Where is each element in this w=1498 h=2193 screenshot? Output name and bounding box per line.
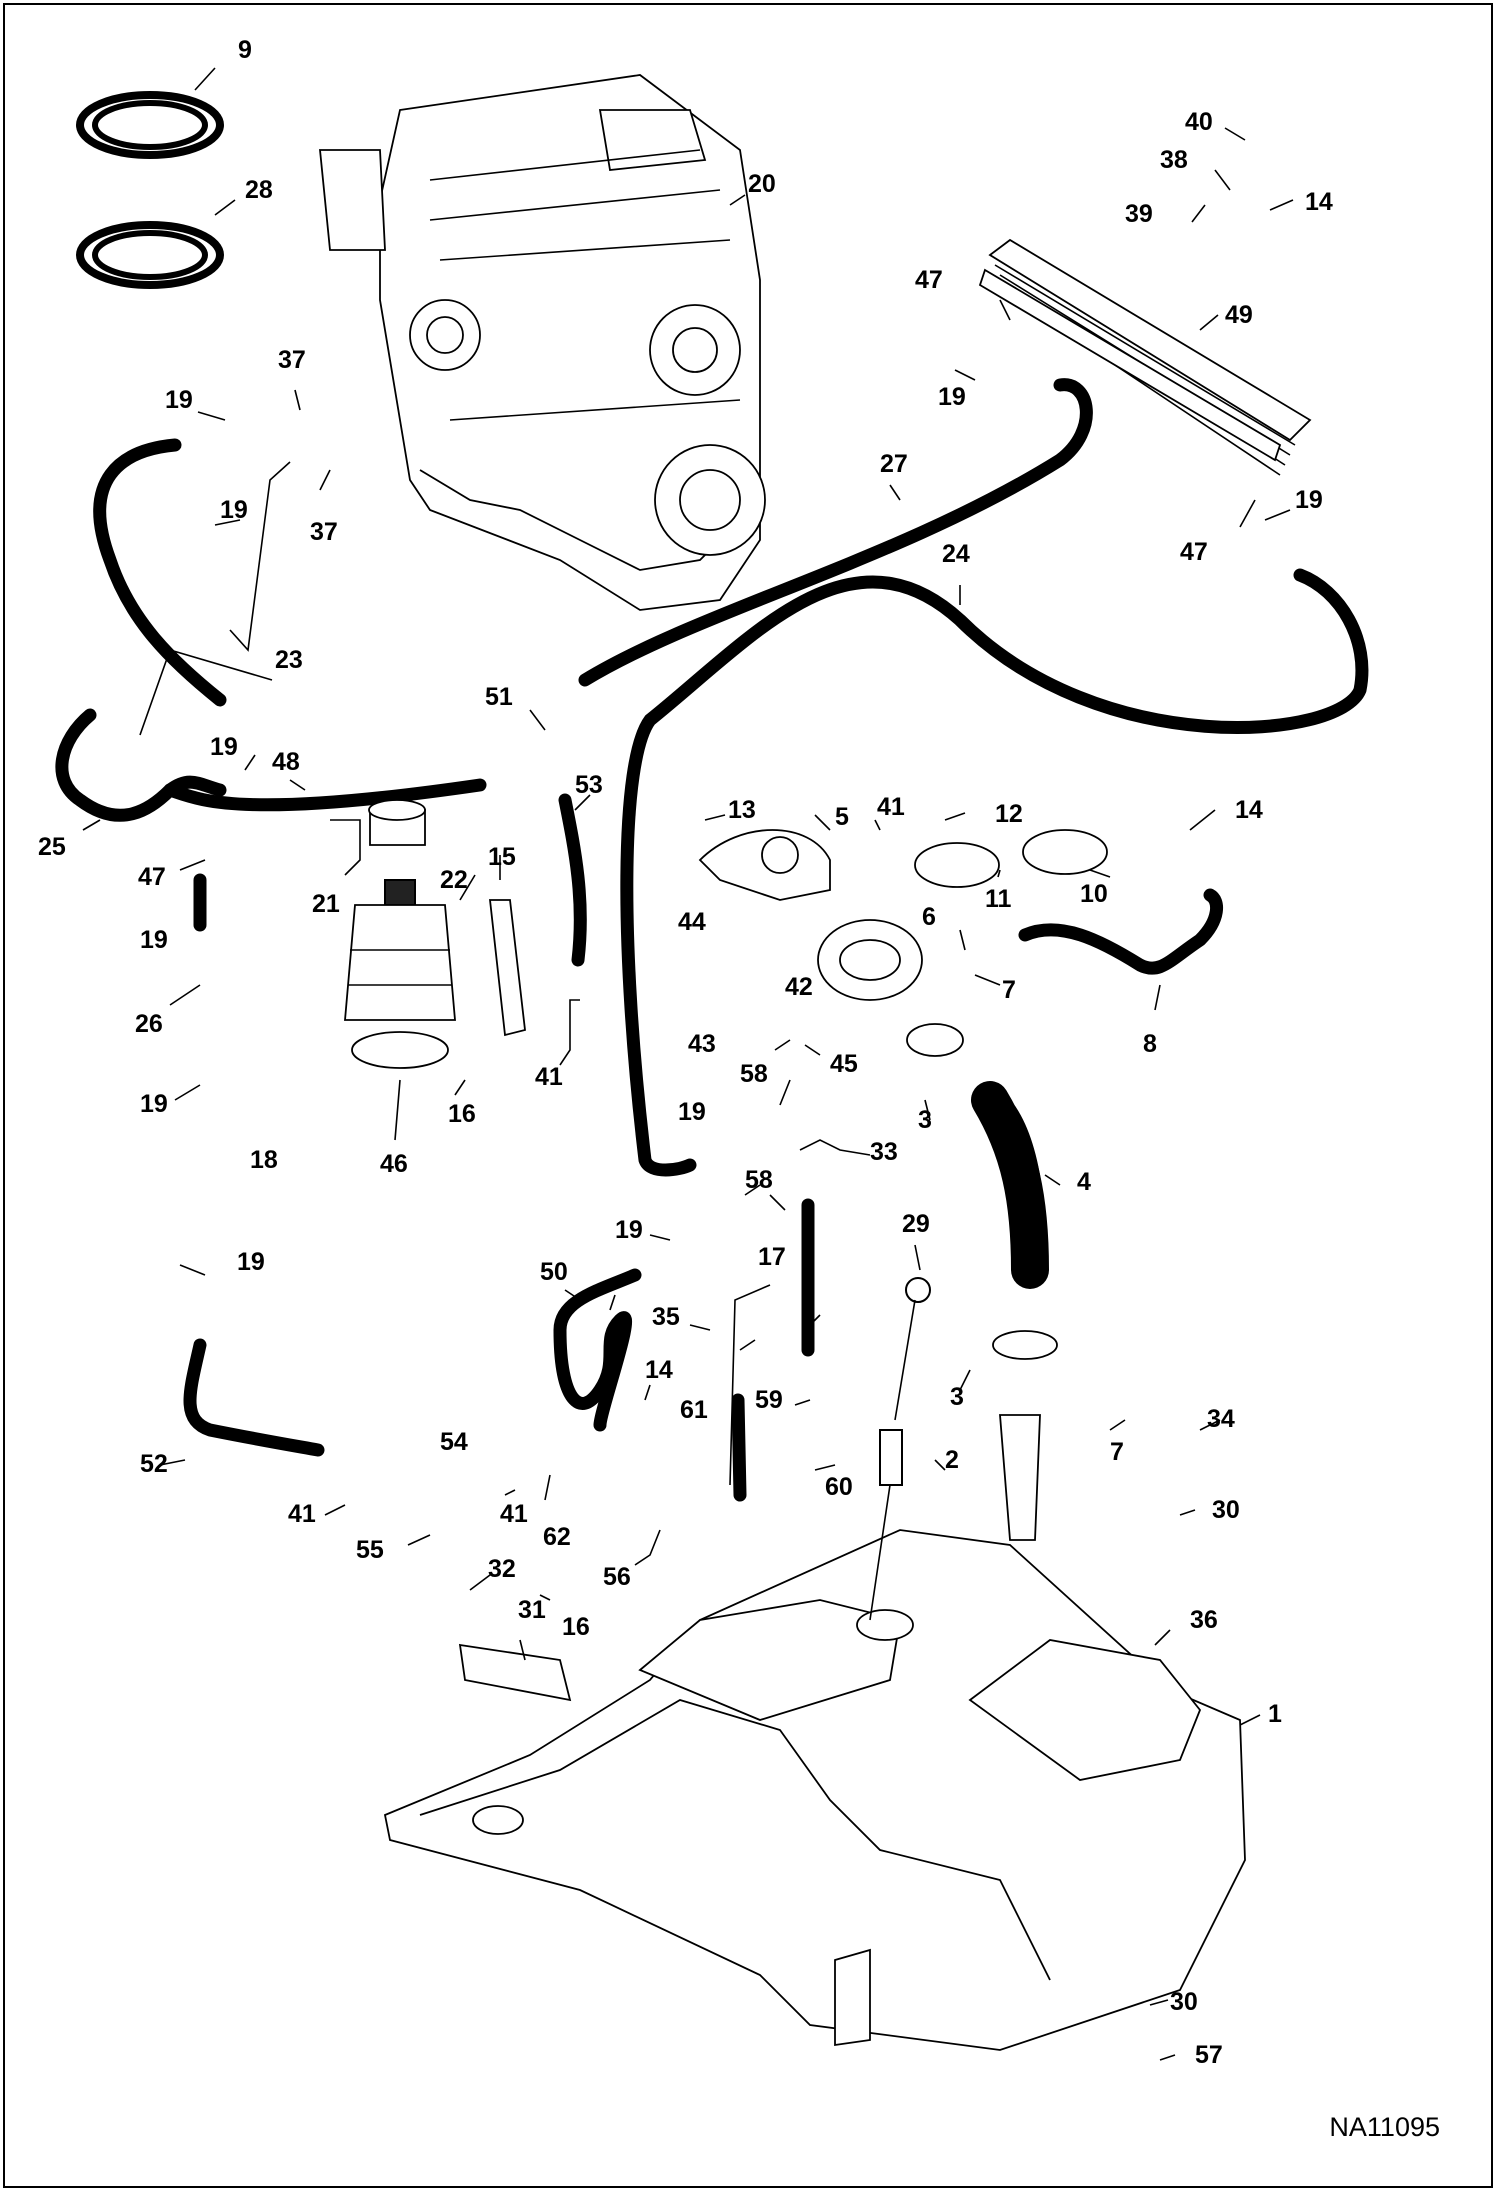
- callout-19: 19: [237, 1248, 265, 1276]
- callout-51: 51: [485, 683, 513, 711]
- callout-26: 26: [135, 1010, 163, 1038]
- callout-19: 19: [210, 733, 238, 761]
- callout-30: 30: [1170, 1988, 1198, 2016]
- callout-33: 33: [870, 1138, 898, 1166]
- callout-17: 17: [758, 1243, 786, 1271]
- callout-11: 11: [985, 885, 1012, 913]
- callout-25: 25: [38, 833, 66, 861]
- callout-13: 13: [728, 796, 756, 824]
- callout-41: 41: [500, 1500, 528, 1528]
- callout-54: 54: [440, 1428, 468, 1456]
- callout-46: 46: [380, 1150, 408, 1178]
- callout-38: 38: [1160, 146, 1188, 174]
- callout-16: 16: [562, 1613, 590, 1641]
- coiled-hose-9: [76, 91, 224, 159]
- callout-37: 37: [310, 518, 338, 546]
- callout-43: 43: [688, 1030, 716, 1058]
- callout-58: 58: [745, 1166, 773, 1194]
- callout-labels: 9 28 20 40 38 39 14 47 49 19 37 19 19 37…: [38, 36, 1333, 2069]
- callout-4: 4: [1077, 1168, 1091, 1196]
- callout-9: 9: [238, 36, 252, 64]
- callout-62: 62: [543, 1523, 571, 1551]
- callout-7: 7: [1110, 1438, 1124, 1466]
- callout-31: 31: [518, 1596, 546, 1624]
- diagram-frame: [3, 3, 1493, 2188]
- callout-29: 29: [902, 1210, 930, 1238]
- callout-41: 41: [877, 793, 905, 821]
- callout-10: 10: [1080, 880, 1108, 908]
- callout-15: 15: [488, 843, 516, 871]
- fuel-filter: [344, 799, 456, 1069]
- callout-7: 7: [1002, 976, 1016, 1004]
- callout-19: 19: [615, 1216, 643, 1244]
- callout-21: 21: [312, 890, 340, 918]
- callout-34: 34: [1207, 1405, 1235, 1433]
- engine-illustration: [319, 74, 766, 611]
- callout-12: 12: [995, 800, 1023, 828]
- callout-59: 59: [755, 1386, 783, 1414]
- callout-61: 61: [680, 1396, 708, 1424]
- callout-3: 3: [918, 1106, 932, 1134]
- coiled-hose-28: [76, 221, 224, 289]
- callout-45: 45: [830, 1050, 858, 1078]
- callout-39: 39: [1125, 200, 1153, 228]
- callout-47: 47: [1180, 538, 1208, 566]
- callout-6: 6: [922, 903, 936, 931]
- figure-code: NA11095: [1329, 2112, 1440, 2142]
- callout-30: 30: [1212, 1496, 1240, 1524]
- callout-47: 47: [138, 863, 166, 891]
- callout-14: 14: [1305, 188, 1333, 216]
- callout-19: 19: [220, 496, 248, 524]
- callout-14: 14: [645, 1356, 673, 1384]
- callout-47: 47: [915, 266, 943, 294]
- callout-40: 40: [1185, 108, 1213, 136]
- callout-18: 18: [250, 1146, 278, 1174]
- fuel-hoses: [55, 378, 1369, 1502]
- callout-42: 42: [785, 973, 813, 1001]
- callout-50: 50: [540, 1258, 568, 1286]
- callout-1: 1: [1268, 1700, 1282, 1728]
- callout-19: 19: [938, 383, 966, 411]
- callout-19: 19: [140, 926, 168, 954]
- filter-bracket: [488, 899, 526, 1037]
- callout-48: 48: [272, 748, 300, 776]
- callout-37: 37: [278, 346, 306, 374]
- callout-24: 24: [942, 540, 970, 568]
- callout-32: 32: [488, 1555, 516, 1583]
- callout-3: 3: [950, 1383, 964, 1411]
- leader-lines: [82, 67, 1294, 2061]
- callout-58: 58: [740, 1060, 768, 1088]
- callout-27: 27: [880, 450, 908, 478]
- callout-16: 16: [448, 1100, 476, 1128]
- callout-52: 52: [140, 1450, 168, 1478]
- callout-14: 14: [1235, 796, 1263, 824]
- callout-49: 49: [1225, 301, 1253, 329]
- callout-8: 8: [1143, 1030, 1157, 1058]
- callout-57: 57: [1195, 2041, 1223, 2069]
- sending-unit: [869, 1277, 931, 1621]
- callout-60: 60: [825, 1473, 853, 1501]
- callout-23: 23: [275, 646, 303, 674]
- filler-neck-parts: [698, 829, 1108, 1541]
- callout-19: 19: [1295, 486, 1323, 514]
- callout-19: 19: [140, 1090, 168, 1118]
- callout-35: 35: [652, 1303, 680, 1331]
- callout-5: 5: [835, 803, 849, 831]
- callout-41: 41: [535, 1063, 563, 1091]
- fuel-tank: [383, 1529, 1246, 2051]
- callout-56: 56: [603, 1563, 631, 1591]
- callout-19: 19: [678, 1098, 706, 1126]
- callout-55: 55: [356, 1536, 384, 1564]
- fuel-cooler: [978, 238, 1312, 476]
- callout-36: 36: [1190, 1606, 1218, 1634]
- callout-28: 28: [245, 176, 273, 204]
- callout-19: 19: [165, 386, 193, 414]
- callout-2: 2: [945, 1446, 959, 1474]
- callout-53: 53: [575, 771, 603, 799]
- callout-44: 44: [678, 908, 706, 936]
- callout-22: 22: [440, 866, 468, 894]
- callout-41: 41: [288, 1500, 316, 1528]
- callout-20: 20: [748, 170, 776, 198]
